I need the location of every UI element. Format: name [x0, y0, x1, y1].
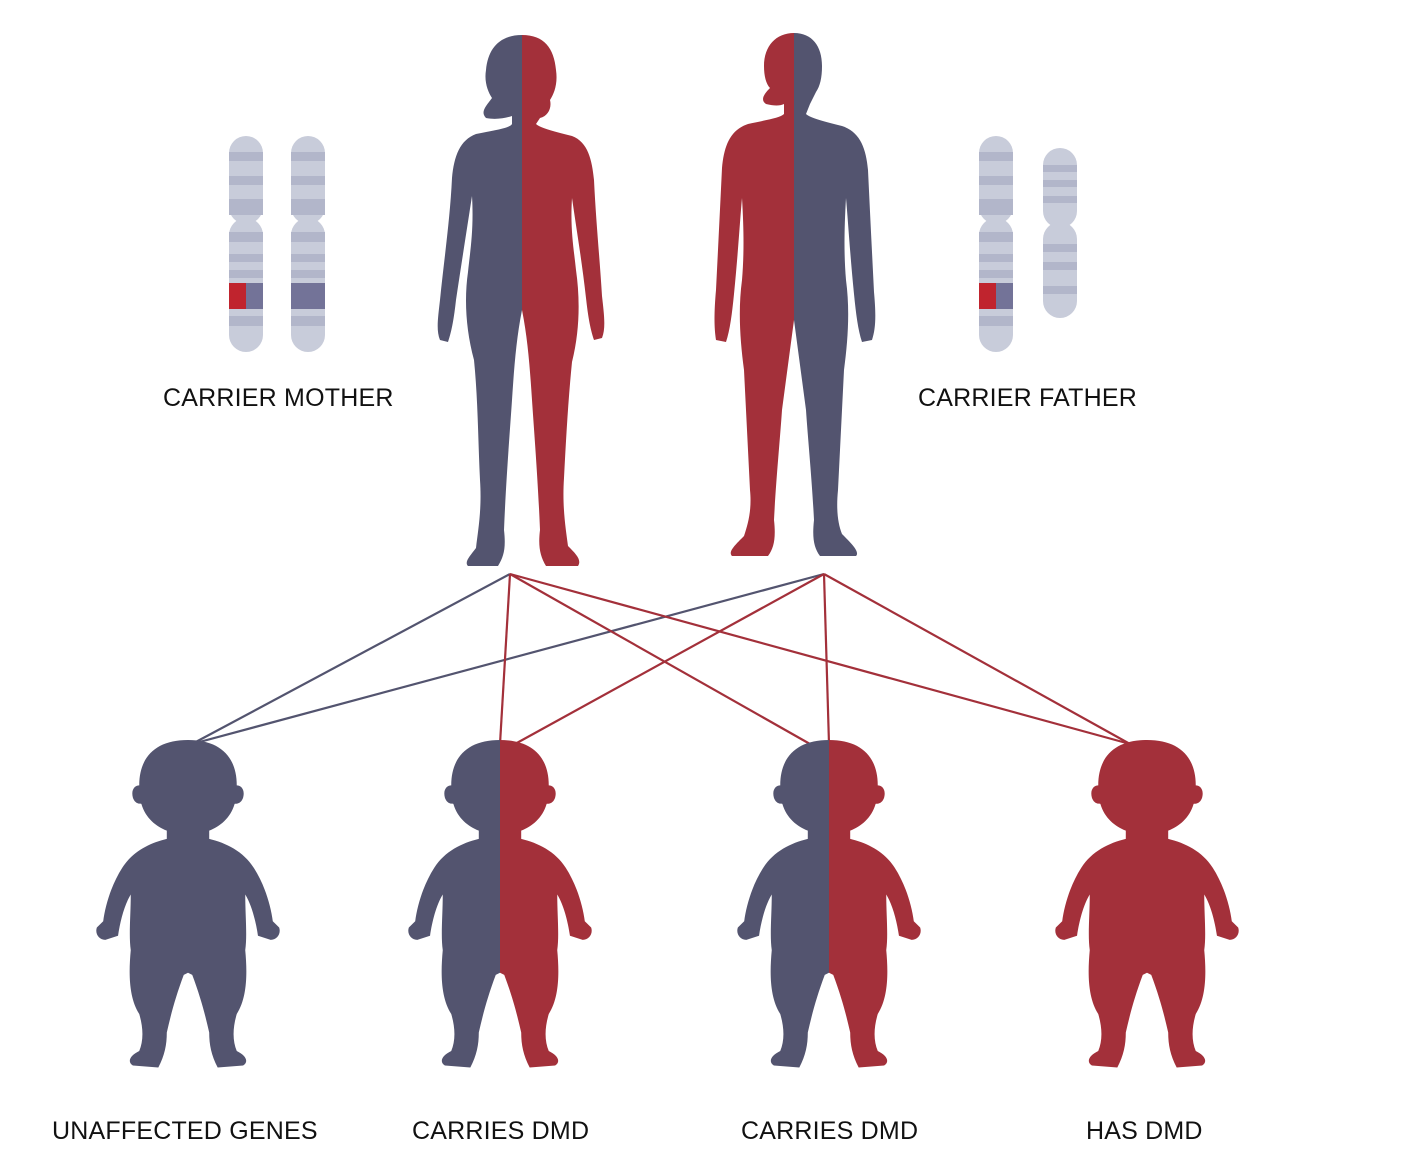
mother-x-chromosome-2: [291, 136, 325, 352]
father-x-chromosome: [979, 136, 1013, 352]
mutated-gene-marker: [229, 283, 246, 309]
line-mother-child2: [498, 573, 512, 745]
father-y-chromosome: [1043, 148, 1077, 318]
mutated-gene-marker: [979, 283, 996, 309]
line-mother-child4: [509, 572, 1131, 746]
line-father-child1: [191, 572, 825, 746]
child-3-label: CARRIES DMD: [741, 1117, 919, 1145]
child-4-figure: [1055, 740, 1239, 1068]
line-mother-child1: [191, 573, 511, 745]
line-father-child4: [823, 573, 1131, 745]
child-1-figure: [96, 740, 280, 1068]
father-label: CARRIER FATHER: [918, 384, 1138, 412]
child-4-label: HAS DMD: [1086, 1117, 1203, 1145]
child-1-label: UNAFFECTED GENES: [52, 1117, 318, 1145]
line-father-child3: [822, 573, 831, 745]
child-2-label: CARRIES DMD: [412, 1117, 590, 1145]
mother-x-chromosome-1: [229, 136, 263, 352]
normal-gene-marker: [291, 283, 325, 309]
line-mother-child3: [509, 573, 811, 745]
father-chromosome-pair: [979, 136, 1077, 352]
mother-chromosome-pair: [229, 136, 325, 352]
father-figure: [714, 33, 876, 556]
child-3-figure: [737, 740, 921, 1068]
mother-figure: [437, 35, 605, 566]
line-father-child2: [514, 573, 825, 745]
mother-label: CARRIER MOTHER: [163, 384, 394, 412]
inheritance-lines: [191, 572, 1131, 746]
child-2-figure: [408, 740, 592, 1068]
